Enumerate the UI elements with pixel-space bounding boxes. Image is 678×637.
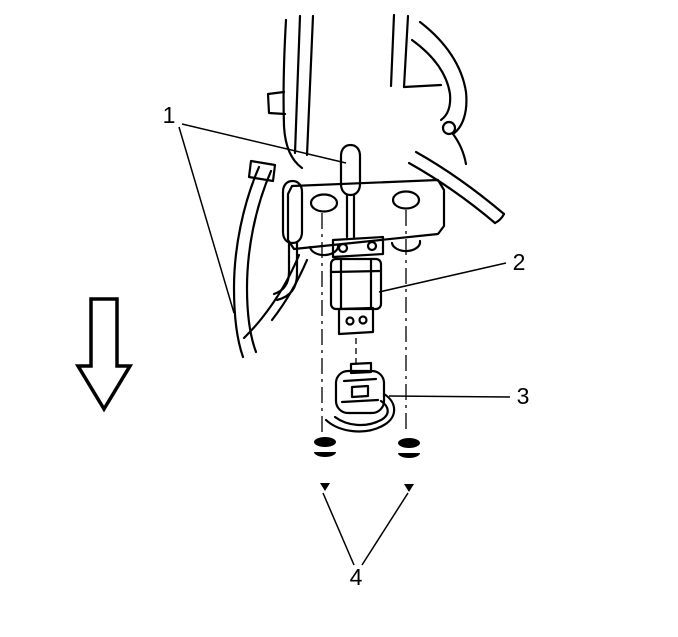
callout-2-label: 2 xyxy=(513,249,526,275)
callout-3-label: 3 xyxy=(517,383,530,409)
callout-2-leader xyxy=(378,262,507,293)
down-arrow-icon xyxy=(74,297,134,413)
bolt-left xyxy=(314,437,336,491)
mounting-pin-drawing xyxy=(339,143,362,239)
callout-4-leader xyxy=(322,492,409,566)
plate-hole-left xyxy=(309,193,339,213)
mounting-plate-drawing xyxy=(286,178,446,257)
connector-wire xyxy=(324,392,396,433)
plate-hole-right xyxy=(391,190,421,210)
frame-hole xyxy=(441,120,457,136)
frame-and-bracket-drawing xyxy=(266,13,506,225)
bolts-drawing xyxy=(314,437,420,492)
pipes-drawing xyxy=(232,159,309,359)
callout-1-label: 1 xyxy=(163,102,176,128)
callout-3-leader xyxy=(388,395,511,398)
callout-4-label: 4 xyxy=(350,564,363,590)
electrical-connector-drawing xyxy=(324,361,396,433)
callout-1-leader xyxy=(178,123,347,314)
hose-right xyxy=(414,150,506,216)
sensor-drawing xyxy=(329,235,385,336)
bolt-right xyxy=(398,438,420,492)
